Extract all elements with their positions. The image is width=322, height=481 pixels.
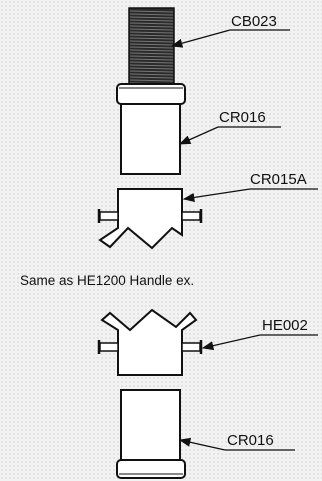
cr016-bottom-leader bbox=[178, 437, 295, 451]
left-pin-icon bbox=[97, 340, 119, 354]
spring-coil-line bbox=[129, 46, 174, 49]
spring-coil-line bbox=[129, 73, 174, 76]
spring-coil-line bbox=[129, 34, 174, 37]
spring-coil-line bbox=[129, 40, 174, 43]
he002-leader bbox=[201, 334, 318, 351]
spring-coil-line bbox=[129, 28, 174, 31]
right-pin-icon bbox=[181, 340, 203, 354]
spring-coil-line bbox=[129, 13, 174, 16]
spring-coil-line bbox=[129, 25, 174, 28]
spring-coil-line bbox=[129, 52, 174, 55]
label-cr015a: CR015A bbox=[250, 171, 307, 188]
cr016-top-part bbox=[116, 83, 186, 175]
spring-coil-line bbox=[129, 22, 174, 25]
caption: Same as HE1200 Handle ex. bbox=[20, 273, 194, 288]
he002-handle-half bbox=[97, 308, 203, 376]
spring-coil-line bbox=[129, 49, 174, 52]
spring-coil-line bbox=[129, 37, 174, 40]
spring-coil-line bbox=[129, 10, 174, 13]
cr016-top-leader bbox=[178, 126, 281, 145]
label-he002: HE002 bbox=[262, 317, 308, 334]
spring-coil-line bbox=[129, 55, 174, 58]
label-cr016-top: CR016 bbox=[219, 109, 266, 126]
cr015a-handle-half bbox=[97, 188, 203, 250]
right-pin-icon bbox=[181, 209, 203, 223]
spring-coil-line bbox=[129, 76, 174, 79]
label-cr016-bottom: CR016 bbox=[227, 432, 274, 449]
label-cb023: CB023 bbox=[231, 13, 277, 30]
spring-coil-line bbox=[129, 79, 174, 82]
cr016-bottom-part bbox=[116, 389, 186, 479]
spring-coil-line bbox=[129, 16, 174, 19]
spring-coil-line bbox=[129, 43, 174, 46]
spring-coil-line bbox=[129, 70, 174, 73]
cb023-leader bbox=[170, 29, 290, 48]
spring-coil-line bbox=[129, 31, 174, 34]
spring-coil-line bbox=[129, 61, 174, 64]
spring-coil-line bbox=[129, 19, 174, 22]
cr015a-leader bbox=[182, 188, 318, 202]
cb023-spring bbox=[128, 7, 175, 85]
spring-coil-line bbox=[129, 58, 174, 61]
spring-coil-line bbox=[129, 67, 174, 70]
spring-coil-line bbox=[129, 64, 174, 67]
left-pin-icon bbox=[97, 209, 119, 223]
